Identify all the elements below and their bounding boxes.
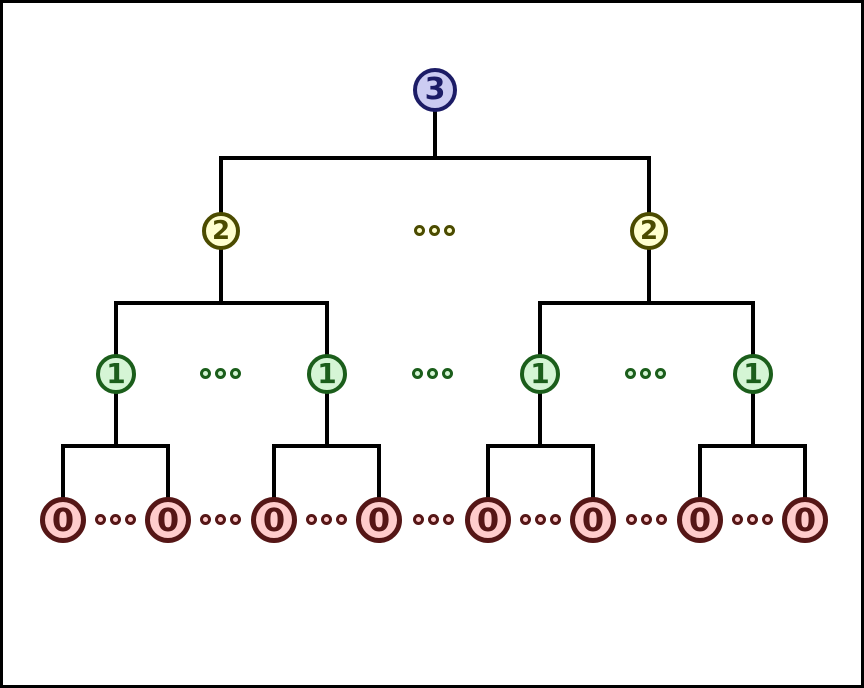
dot-icon [336, 514, 347, 525]
node-level2-right: 2 [630, 212, 668, 250]
ellipsis-icon-level0 [413, 514, 454, 525]
node-level0-6: 0 [570, 497, 616, 543]
dot-icon [443, 514, 454, 525]
node-level1-1: 1 [96, 354, 136, 394]
node-level0-4: 0 [356, 497, 402, 543]
dot-icon [429, 225, 440, 236]
tree-edges [61, 109, 807, 499]
ellipsis-icon-level0 [306, 514, 347, 525]
dot-icon [414, 225, 425, 236]
dot-icon [428, 514, 439, 525]
dot-icon [125, 514, 136, 525]
ellipsis-icon-level2 [414, 225, 455, 236]
node-level0-2: 0 [145, 497, 191, 543]
dot-icon [656, 514, 667, 525]
dot-icon [762, 514, 773, 525]
dot-icon [306, 514, 317, 525]
node-level1-2: 1 [307, 354, 347, 394]
dot-icon [732, 514, 743, 525]
dot-icon [95, 514, 106, 525]
ellipsis-icon-level0 [520, 514, 561, 525]
node-level3-root: 3 [413, 68, 457, 112]
dot-icon [427, 368, 438, 379]
node-level1-3: 1 [520, 354, 560, 394]
dot-icon [655, 368, 666, 379]
node-level0-8: 0 [782, 497, 828, 543]
ellipsis-icon-level0 [200, 514, 241, 525]
dot-icon [747, 514, 758, 525]
dot-icon [626, 514, 637, 525]
dot-icon [215, 514, 226, 525]
ellipsis-icon-level0 [732, 514, 773, 525]
ellipsis-icon-level1 [412, 368, 453, 379]
dot-icon [442, 368, 453, 379]
dot-icon [640, 368, 651, 379]
connector-lines [61, 109, 807, 499]
node-level0-3: 0 [251, 497, 297, 543]
dot-icon [110, 514, 121, 525]
dot-icon [412, 368, 423, 379]
node-level1-4: 1 [733, 354, 773, 394]
node-level0-1: 0 [40, 497, 86, 543]
ellipsis-icon-level0 [626, 514, 667, 525]
dot-icon [230, 368, 241, 379]
ellipsis-icon-level1 [200, 368, 241, 379]
ellipsis-icon-level1 [625, 368, 666, 379]
dot-icon [535, 514, 546, 525]
dot-icon [625, 368, 636, 379]
dot-icon [550, 514, 561, 525]
dot-icon [444, 225, 455, 236]
dot-icon [230, 514, 241, 525]
dot-icon [520, 514, 531, 525]
node-level0-7: 0 [677, 497, 723, 543]
dot-icon [200, 514, 211, 525]
dot-icon [200, 368, 211, 379]
dot-icon [641, 514, 652, 525]
dot-icon [321, 514, 332, 525]
dot-icon [215, 368, 226, 379]
node-level0-5: 0 [465, 497, 511, 543]
ellipsis-icon-level0 [95, 514, 136, 525]
dot-icon [413, 514, 424, 525]
node-level2-left: 2 [202, 212, 240, 250]
